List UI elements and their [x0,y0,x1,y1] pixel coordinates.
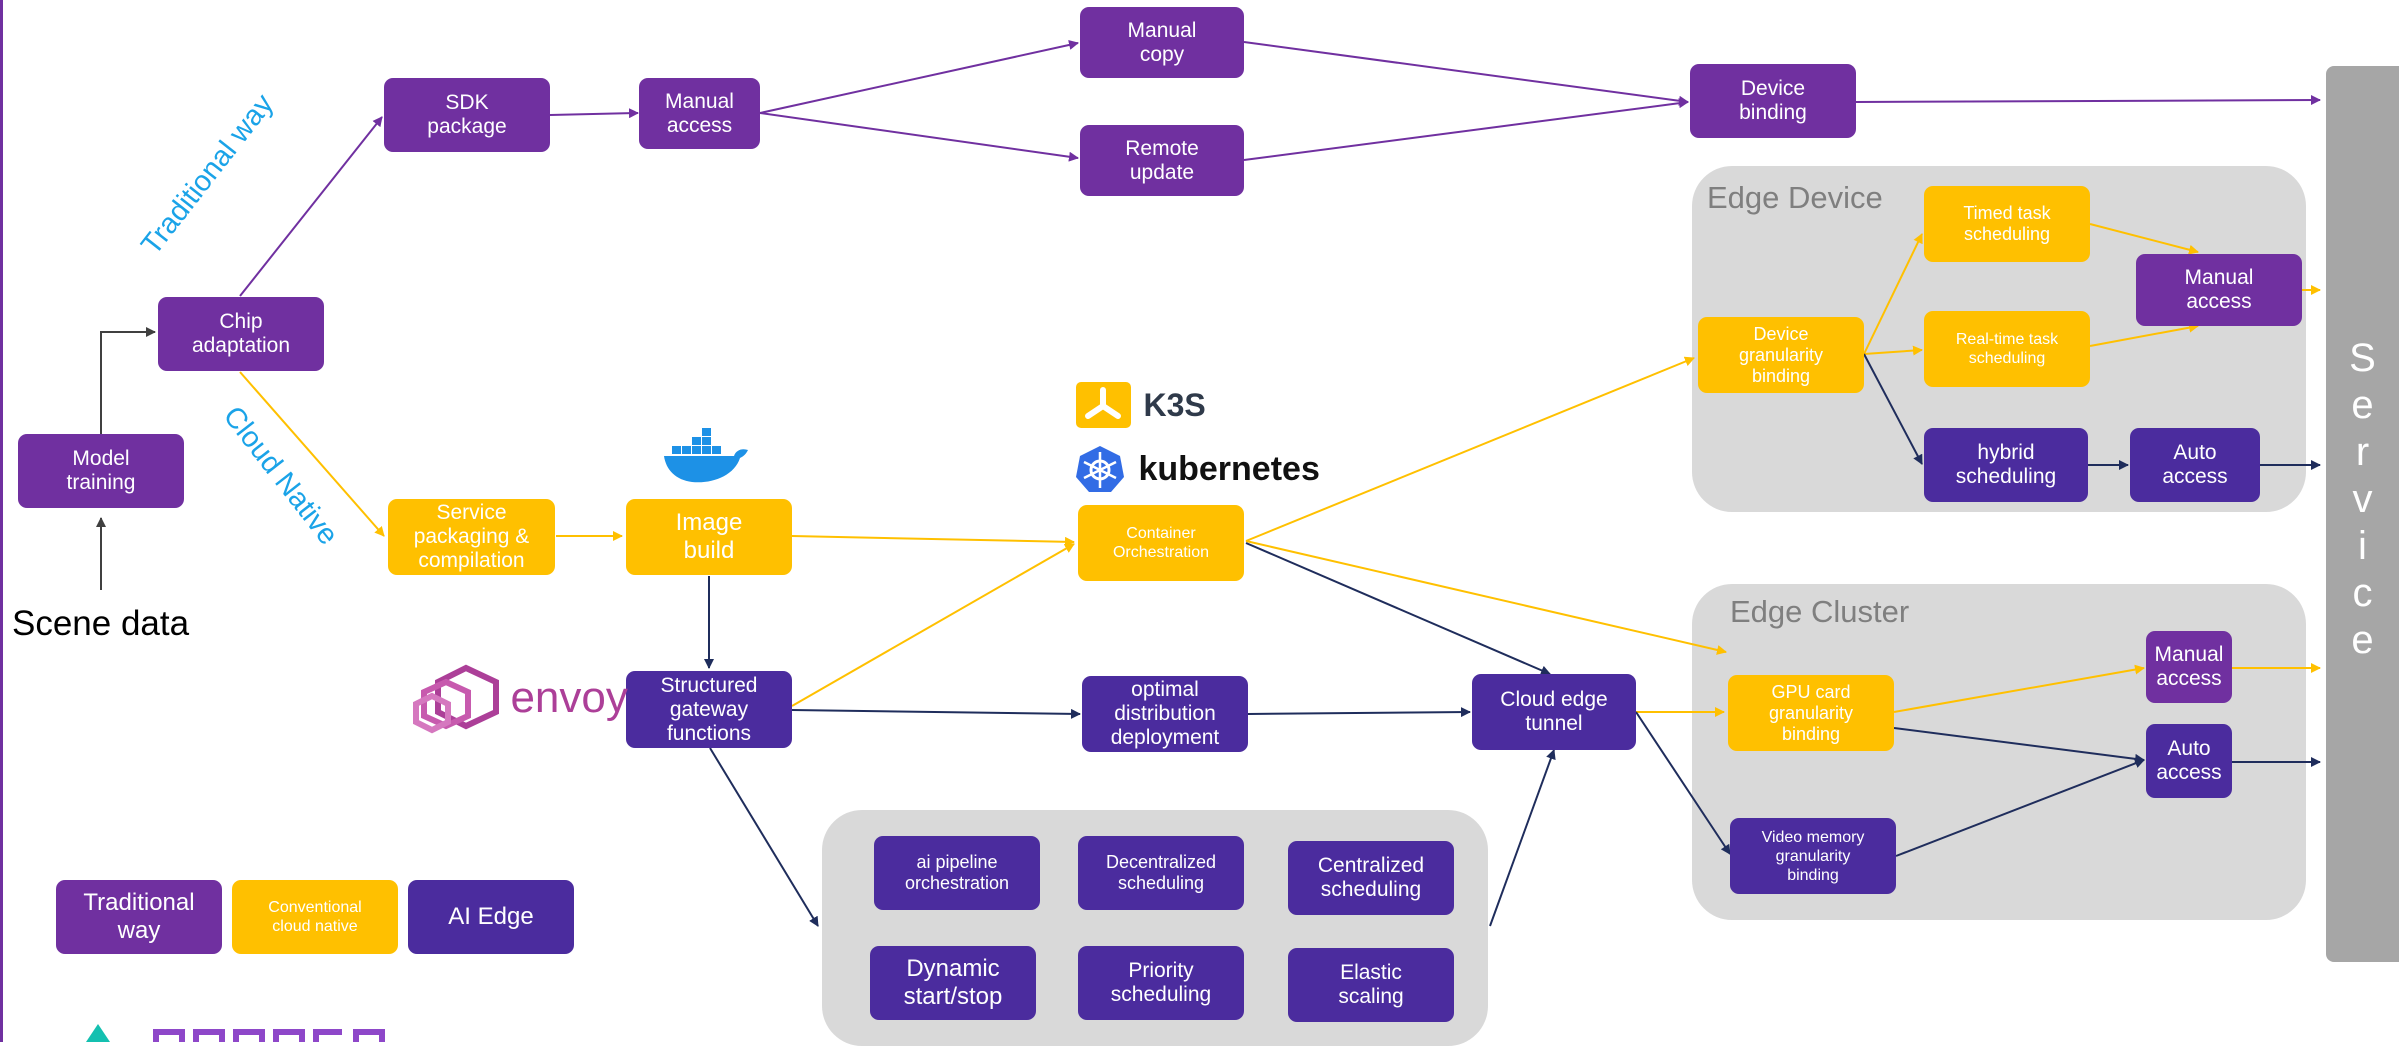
envoy-label: envoy [510,673,628,722]
service-letter: c [2352,571,2373,615]
manual-copy-box: Manual copy [1080,7,1244,78]
video-memory-box: Video memory granularity binding [1730,818,1896,894]
legend-traditional: Traditional way [56,880,222,954]
auto-access-cluster-box: Auto access [2146,724,2232,798]
manual-access-box: Manual access [639,78,760,149]
model-training-box: Model training [18,434,184,508]
kubernetes-logo: kubernetes [1074,444,1320,494]
legend-ai-edge: AI Edge [408,880,574,954]
left-border-line [0,0,3,1042]
envoy-logo-icon [413,664,499,734]
manual-access-cluster-box: Manual access [2146,631,2232,703]
container-orchestration-box: Container Orchestration [1078,505,1244,581]
elastic-box: Elastic scaling [1288,948,1454,1022]
priority-box: Priority scheduling [1078,946,1244,1020]
docker-logo-icon [664,428,748,483]
service-letter: S [2349,336,2376,380]
dynamic-box: Dynamic start/stop [870,946,1036,1020]
decentralized-box: Decentralized scheduling [1078,836,1244,910]
k3s-logo-icon [1076,382,1131,428]
remote-update-box: Remote update [1080,125,1244,196]
image-build-box: Image build [626,499,792,575]
optimal-distribution-box: optimal distribution deployment [1082,676,1248,752]
kubernetes-logo-icon [1076,446,1124,492]
service-letter: i [2358,524,2367,568]
structured-gateway-box: Structured gateway functions [626,671,792,748]
partial-logo-icon [86,1024,385,1042]
edge-device-title: Edge Device [1707,180,1883,215]
legend-cloud-native: Conventional cloud native [232,880,398,954]
k3s-label: K3S [1143,386,1206,423]
service-letter: v [2352,477,2373,521]
ai-pipeline-box: ai pipeline orchestration [874,836,1040,910]
centralized-box: Centralized scheduling [1288,841,1454,915]
scene-data-label: Scene data [12,604,190,643]
timed-task-box: Timed task scheduling [1924,186,2090,262]
manual-access-device-box: Manual access [2136,254,2302,326]
service-letter: e [2351,618,2374,662]
auto-access-device-box: Auto access [2130,428,2260,502]
device-granularity-box: Device granularity binding [1698,317,1864,393]
envoy-logo: envoy [410,662,628,734]
service-letter: e [2351,383,2374,427]
device-binding-box: Device binding [1690,64,1856,138]
chip-adaptation-box: Chip adaptation [158,297,324,371]
realtime-task-box: Real-time task scheduling [1924,311,2090,387]
service-letter: r [2355,430,2370,474]
service-packaging-box: Service packaging & compilation [388,499,555,575]
edge-cluster-title: Edge Cluster [1730,594,1910,629]
hybrid-scheduling-box: hybrid scheduling [1924,428,2088,502]
k3s-logo: K3S [1076,382,1206,428]
gpu-card-box: GPU card granularity binding [1728,675,1894,751]
sdk-package-box: SDK package [384,78,550,152]
kubernetes-label: kubernetes [1138,449,1320,488]
cloud-edge-tunnel-box: Cloud edge tunnel [1472,674,1636,750]
